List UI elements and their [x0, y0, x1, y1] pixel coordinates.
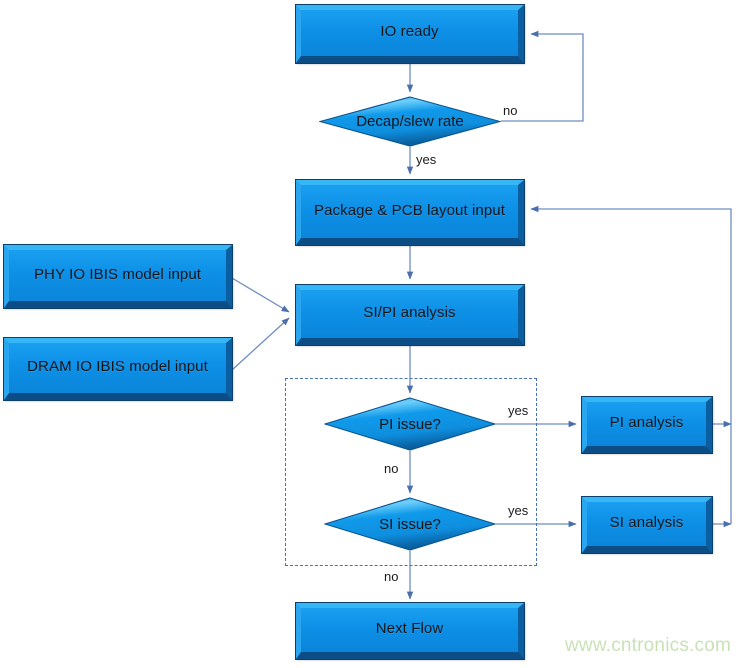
node-pi-analysis[interactable]: PI analysis	[582, 397, 712, 453]
edge-label-si-issue-no: no	[384, 569, 399, 584]
node-pi-analysis-label: PI analysis	[609, 414, 684, 432]
node-io-ready[interactable]: IO ready	[296, 5, 524, 63]
node-si-analysis[interactable]: SI analysis	[582, 497, 712, 553]
node-decap-slew-rate[interactable]: Decap/slew rate	[317, 96, 503, 147]
edge-label-si-issue-yes: yes	[508, 503, 529, 518]
node-si-issue[interactable]: SI issue?	[323, 497, 497, 551]
node-package-pcb-layout-input-label: Package & PCB layout input	[313, 201, 506, 219]
edge-dram-to-sipi	[231, 317, 290, 371]
site-watermark: www.cntronics.com	[565, 635, 731, 656]
node-si-analysis-label: SI analysis	[609, 514, 684, 532]
node-phy-io-ibis-model-input-label: PHY IO IBIS model input	[33, 265, 202, 283]
edge-label-decap-yes: yes	[416, 152, 437, 167]
edge-label-decap-no: no	[503, 103, 518, 118]
edge-label-pi-issue-no: no	[384, 461, 399, 476]
node-si-pi-analysis-label: SI/PI analysis	[363, 304, 456, 322]
node-next-flow[interactable]: Next Flow	[296, 603, 524, 659]
node-pi-issue[interactable]: PI issue?	[323, 397, 497, 451]
node-next-flow-label: Next Flow	[375, 620, 444, 638]
node-io-ready-label: IO ready	[380, 23, 439, 41]
node-dram-io-ibis-model-input-label: DRAM IO IBIS model input	[27, 358, 208, 376]
edge-phy-to-sipi	[231, 277, 290, 313]
node-phy-io-ibis-model-input[interactable]: PHY IO IBIS model input	[4, 245, 232, 308]
edge-label-pi-issue-yes: yes	[508, 403, 529, 418]
node-dram-io-ibis-model-input[interactable]: DRAM IO IBIS model input	[4, 338, 232, 400]
edge-rail-to-package	[530, 205, 732, 524]
node-package-pcb-layout-input[interactable]: Package & PCB layout input	[296, 180, 524, 245]
node-si-pi-analysis[interactable]: SI/PI analysis	[296, 285, 524, 345]
